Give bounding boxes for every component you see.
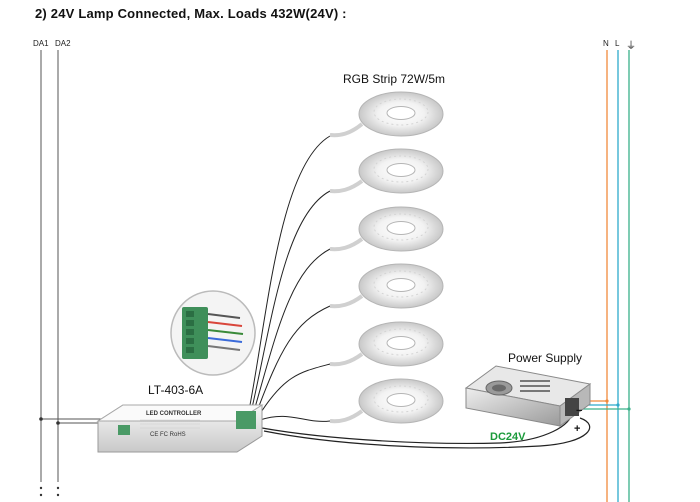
led-strip-reel [329, 378, 444, 424]
mains-label-n: N [603, 39, 609, 48]
led-strip-reels [329, 91, 444, 424]
terminal-zoom-inset [170, 290, 256, 376]
dc-voltage-label: DC24V [490, 431, 526, 443]
bus-label-da1: DA1 [33, 39, 49, 48]
power-supply-unit [464, 365, 592, 427]
dc-minus-symbol: − [576, 405, 582, 417]
strip-wires [249, 135, 331, 422]
diagram-title: 2) 24V Lamp Connected, Max. Loads 432W(2… [35, 6, 347, 21]
mains-label-l: L [615, 39, 620, 48]
led-strip-reel [329, 148, 444, 194]
controller-face-name: LED CONTROLLER [146, 411, 202, 417]
strip-label: RGB Strip 72W/5m [343, 72, 446, 86]
led-strip-reel [329, 321, 444, 367]
da-bus-lines [39, 50, 105, 497]
led-controller: LED CONTROLLER CE FC RoHS [96, 404, 264, 453]
led-strip-reel [329, 263, 444, 309]
led-strip-reel [329, 91, 444, 138]
dc-plus-symbol: + [574, 423, 580, 435]
power-supply-label: Power Supply [508, 351, 583, 365]
earth-icon: ⏚ [626, 41, 636, 52]
led-strip-reel [329, 206, 444, 252]
mains-lines [578, 50, 631, 502]
controller-face-marks: CE FC RoHS [150, 432, 186, 438]
bus-label-da2: DA2 [55, 39, 71, 48]
controller-label: LT-403-6A [148, 383, 204, 397]
dc-wires [261, 411, 591, 449]
